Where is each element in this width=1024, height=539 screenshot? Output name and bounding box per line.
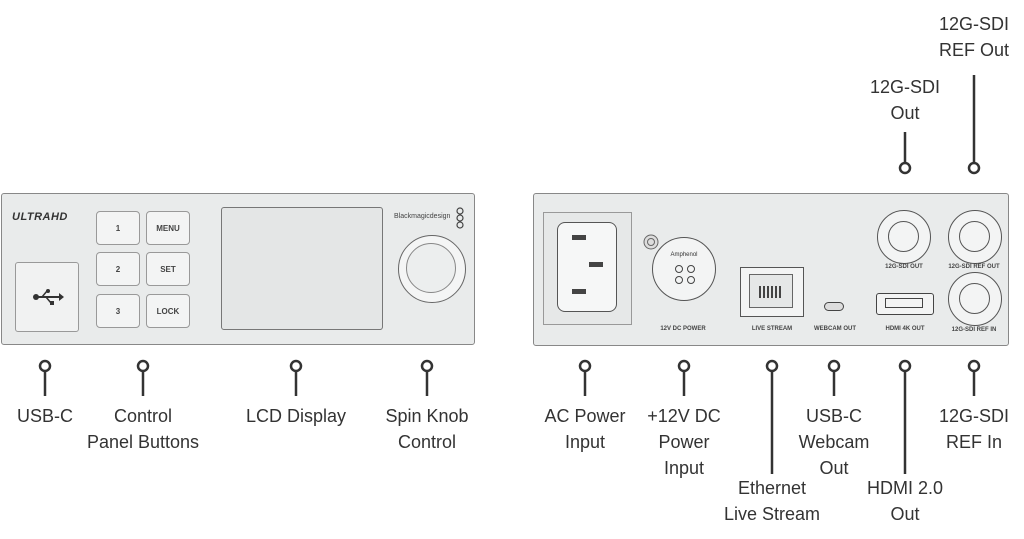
callout-control-panel-buttons: Control Panel Buttons	[86, 406, 200, 452]
live-stream-label: LIVE STREAM	[751, 326, 793, 332]
sdi-ref-in-label: 12G-SDI REF IN	[951, 327, 997, 333]
usb-c-webcam-port[interactable]	[824, 302, 844, 311]
sdi-ref-out-label: 12G-SDI REF OUT	[948, 264, 1000, 270]
front-panel: ULTRAHD 1 MENU 2 SET 3 LOCK Blackmagicde…	[1, 193, 475, 345]
sdi-ref-in-connector[interactable]	[948, 272, 1002, 326]
callout-lcd-display: LCD Display	[245, 406, 347, 426]
usb-icon	[32, 289, 64, 310]
set-button[interactable]: SET	[146, 252, 190, 286]
lcd-display	[221, 207, 383, 330]
callout-sdi-out: 12G-SDI Out	[869, 77, 941, 123]
xlr-brand: Amphenol	[670, 252, 698, 258]
sdi-out-connector[interactable]	[877, 210, 931, 264]
callout-ethernet: Ethernet Live Stream	[723, 478, 821, 524]
callout-hdmi: HDMI 2.0 Out	[866, 478, 944, 524]
callout-ac-power: AC Power Input	[544, 406, 626, 452]
button-1[interactable]: 1	[96, 211, 140, 245]
button-2[interactable]: 2	[96, 252, 140, 286]
brand-name: Blackmagicdesign	[394, 213, 451, 220]
spin-knob[interactable]	[398, 235, 466, 303]
ethernet-port[interactable]	[740, 267, 804, 317]
callout-usb-c: USB-C	[16, 406, 73, 426]
ultrahd-logo: ULTRAHD	[12, 211, 68, 223]
menu-button[interactable]: MENU	[146, 211, 190, 245]
button-3[interactable]: 3	[96, 294, 140, 328]
dc-power-label: 12V DC POWER	[660, 326, 706, 332]
sdi-ref-out-connector[interactable]	[948, 210, 1002, 264]
ac-power-inlet[interactable]	[557, 222, 617, 312]
callout-dc-power: +12V DC Power Input	[647, 406, 721, 478]
lock-button[interactable]: LOCK	[146, 294, 190, 328]
brand-logo-icon	[455, 207, 465, 234]
callout-sdi-ref-in: 12G-SDI REF In	[938, 406, 1010, 452]
hdmi-port[interactable]	[876, 293, 934, 315]
callout-usb-c-webcam: USB-C Webcam Out	[798, 406, 870, 478]
callout-spin-knob: Spin Knob Control	[385, 406, 469, 452]
sdi-out-label: 12G-SDI OUT	[885, 264, 923, 270]
usb-c-port-housing	[15, 262, 79, 332]
rear-panel: Amphenol 12V DC POWER LIVE STREAM WEBCAM…	[533, 193, 1009, 346]
callout-sdi-ref-out: 12G-SDI REF Out	[938, 14, 1010, 60]
hdmi-out-label: HDMI 4K OUT	[885, 326, 925, 332]
screw-icon	[643, 234, 659, 255]
xlr-dc-power-connector[interactable]: Amphenol	[652, 237, 716, 301]
webcam-out-label: WEBCAM OUT	[814, 326, 856, 332]
